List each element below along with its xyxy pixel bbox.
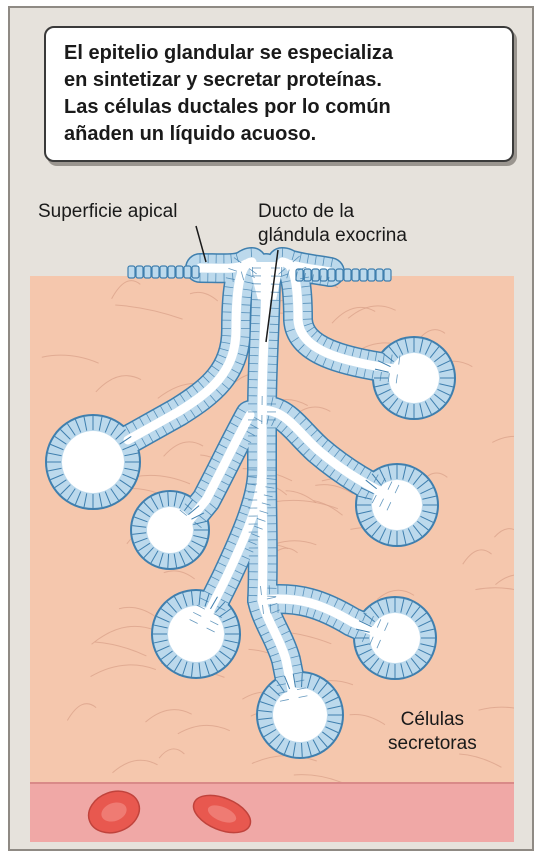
duct-lumen (200, 264, 246, 268)
surface-cell (376, 269, 383, 281)
caption-line: Las células ductales por lo común (64, 94, 512, 121)
acinus-lumen (372, 480, 422, 530)
caption-line: El epitelio glandular se especializa (64, 40, 512, 67)
surface-cell (128, 266, 135, 278)
surface-cell (152, 266, 159, 278)
label-apical-surface: Superficie apical (38, 200, 177, 224)
caption-line: en sintetizar y secretar proteínas. (64, 67, 512, 94)
label-line: secretoras (388, 732, 477, 756)
surface-cell (384, 269, 391, 281)
surface-cell (160, 266, 167, 278)
acinus-lumen (370, 613, 420, 663)
surface-cell (136, 266, 143, 278)
surface-cell (168, 266, 175, 278)
surface-cell (176, 266, 183, 278)
surface-cell (344, 269, 351, 281)
surface-cell (368, 269, 375, 281)
label-line: glándula exocrina (258, 224, 407, 248)
duct-cell-border (242, 305, 251, 306)
surface-cell (144, 266, 151, 278)
duct-cell-border (269, 585, 270, 594)
acinus-lumen (273, 688, 327, 742)
label-exocrine-duct: Ducto de la glándula exocrina (258, 200, 407, 248)
duct-lumen (262, 268, 266, 600)
duct-cell-border (223, 304, 232, 305)
label-secretory-cells: Células secretoras (388, 708, 477, 756)
surface-cell (192, 266, 199, 278)
caption-box: El epitelio glandular se especializa en … (44, 26, 514, 162)
label-line: Ducto de la (258, 200, 407, 224)
surface-cell (352, 269, 359, 281)
label-line: Células (388, 708, 477, 732)
acinus-lumen (62, 431, 124, 493)
acinus-lumen (389, 353, 439, 403)
surface-cell (360, 269, 367, 281)
acinus-lumen (147, 507, 193, 553)
caption-line: añaden un líquido acuoso. (64, 121, 512, 148)
duct-cell-border (270, 604, 271, 613)
surface-cell (184, 266, 191, 278)
surface-cell (328, 269, 335, 281)
surface-cell (336, 269, 343, 281)
